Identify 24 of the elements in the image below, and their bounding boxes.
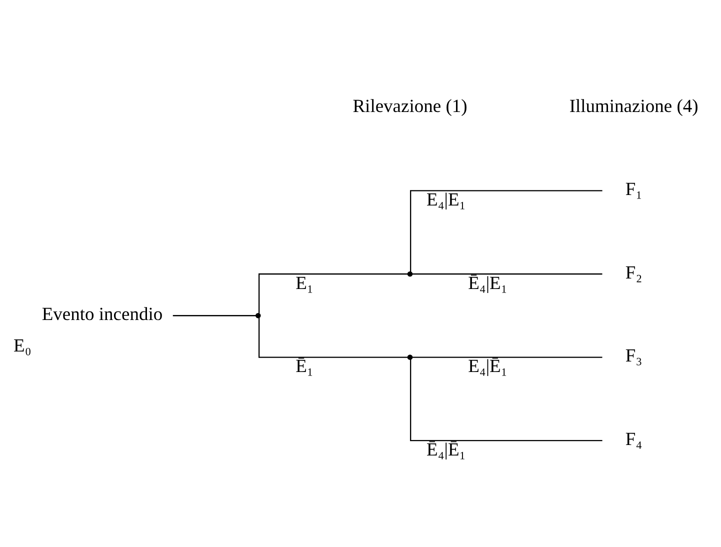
- connector: [410, 358, 602, 441]
- node-point: [407, 270, 413, 276]
- node-label: E₀: [14, 336, 32, 356]
- edge-label: Ē₄|E₁: [468, 273, 508, 294]
- node-point: [255, 312, 261, 318]
- connector: [172, 314, 256, 316]
- edge-label: E₄|E₁: [426, 190, 466, 210]
- edge-label: E₁: [296, 273, 314, 294]
- edge-label: E₄|Ē₁: [468, 356, 508, 377]
- label: Illuminazione (4): [569, 96, 698, 116]
- edge-label: Ē₄|Ē₁: [426, 440, 466, 460]
- connector: [410, 190, 602, 272]
- node-text: F₃: [625, 346, 642, 366]
- edge-label: Ē₁: [296, 356, 314, 377]
- node-text: F₄: [625, 429, 642, 450]
- node-point: [407, 354, 413, 360]
- node-text: F₁: [625, 180, 642, 200]
- connector: [258, 272, 408, 313]
- node-text: F₂: [625, 262, 642, 283]
- connector: [412, 356, 602, 358]
- label: Rilevazione (1): [352, 96, 468, 116]
- connector: [258, 317, 408, 358]
- node-text: Evento incendio: [42, 304, 163, 325]
- connector: [412, 272, 602, 274]
